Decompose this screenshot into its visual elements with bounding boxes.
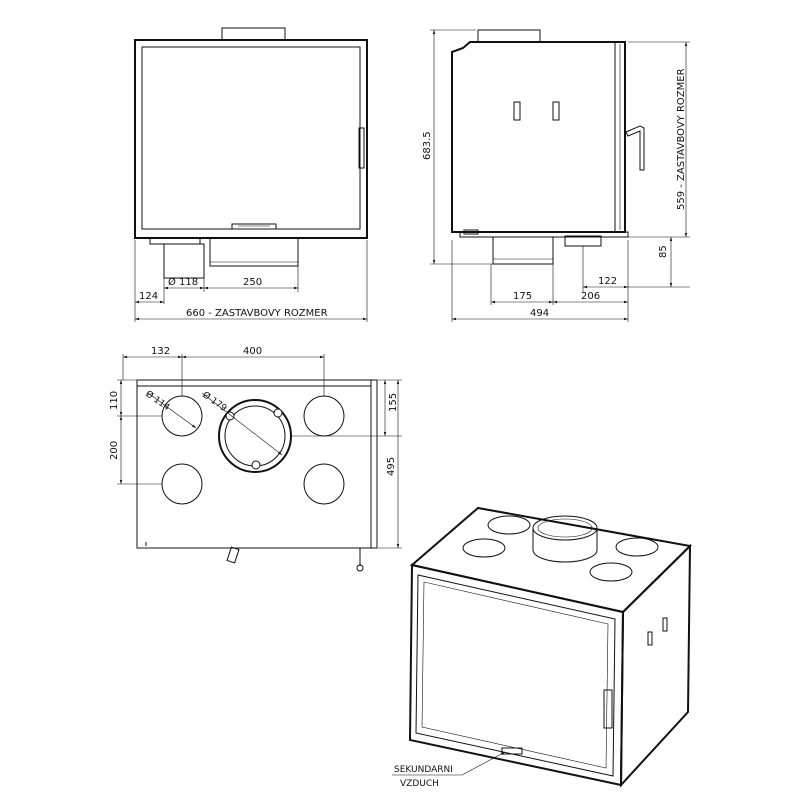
dim-top-hole-spacing: 400 (243, 346, 262, 357)
front-bottom-duct (209, 237, 299, 267)
top-flue-outer (218, 399, 292, 473)
front-left-spigot (163, 243, 205, 279)
side-bottom-duct (492, 236, 554, 265)
iso-flue-collar (532, 528, 598, 563)
side-top-flue (477, 29, 541, 43)
dim-top-hole-dia-large: Ø 179 (200, 389, 229, 414)
top-rod-knob (356, 564, 364, 572)
iso-side-face (619, 543, 692, 788)
dim-side-total-height: 683.5 (422, 131, 433, 160)
side-view: 683.5 559 - ZASTAVBOVY ROZMER 85 122 175… (422, 29, 690, 322)
side-slot-right (552, 101, 560, 121)
iso-annotation-line1: SEKUNDARNI (394, 765, 453, 775)
dim-front-flue-dia: Ø 118 (168, 276, 198, 288)
dim-top-hole-dia-small: Ø 114 (143, 388, 172, 413)
iso-hole-1 (487, 515, 531, 535)
front-ash-slot (231, 223, 277, 230)
dim-side-flue-offset: 175 (513, 291, 532, 302)
side-slot-left (513, 101, 521, 121)
iso-hole-3 (615, 537, 659, 557)
iso-front-face (408, 563, 625, 787)
front-handle (358, 127, 365, 169)
dim-front-offset-left: 124 (139, 291, 158, 302)
dim-side-feet-height: 85 (658, 245, 669, 258)
top-view: 132 400 110 200 Ø 114 Ø 179 155 495 (109, 346, 402, 572)
top-hole-rear-left (161, 463, 203, 505)
dim-side-rear-offset: 206 (581, 291, 600, 302)
dim-side-built-height: 559 - ZASTAVBOVY ROZMER (676, 68, 687, 210)
iso-handle (603, 689, 613, 729)
top-air-lever (226, 546, 240, 564)
iso-view: SEKUNDARNI VZDUCH (392, 506, 693, 789)
iso-annotation-line2: VZDUCH (400, 779, 439, 789)
iso-slot-1 (647, 631, 653, 646)
dim-front-total-width: 660 - ZASTAVBOVY ROZMER (186, 308, 328, 319)
iso-door-frame (415, 574, 616, 777)
front-door-glass (141, 46, 361, 230)
top-hole-rear-right (303, 463, 345, 505)
dim-front-duct-width: 250 (243, 277, 262, 288)
iso-hole-4 (589, 562, 633, 582)
front-top-flue (221, 27, 286, 41)
dim-top-left-offset: 132 (151, 346, 170, 357)
front-body (134, 39, 368, 239)
iso-air-inlet (501, 747, 523, 755)
dim-side-depth: 494 (530, 308, 549, 319)
side-body (451, 41, 626, 233)
dim-side-small-offset: 122 (598, 276, 617, 287)
dim-top-flue-center: 155 (388, 393, 399, 412)
dim-top-front-offset: 110 (109, 391, 120, 410)
front-view: Ø 118 250 124 660 - ZASTAVBOVY ROZMER (134, 27, 368, 322)
iso-slot-2 (662, 617, 668, 632)
dim-top-depth: 495 (386, 457, 397, 476)
iso-hole-2 (462, 538, 506, 558)
side-handle (625, 125, 645, 171)
top-hole-front-right (303, 395, 345, 437)
dim-top-hole-pitch: 200 (109, 441, 120, 460)
